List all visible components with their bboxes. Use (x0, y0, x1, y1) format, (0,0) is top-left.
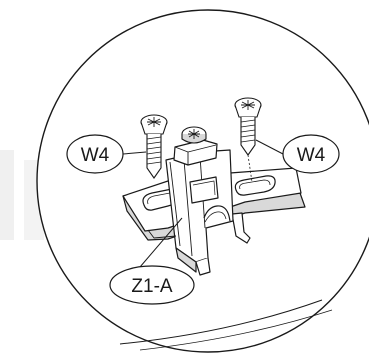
mounting-bracket (122, 139, 306, 276)
callout-label-w4-right: W4 (297, 145, 326, 166)
watermark-mark (0, 150, 14, 240)
callout-label-z1a: Z1-A (131, 276, 173, 297)
screw-w4-left-icon (140, 114, 168, 179)
panel-edge (119, 299, 323, 345)
center-screw-icon (181, 126, 207, 144)
panel-edge (139, 309, 333, 351)
leader-line (255, 139, 284, 155)
leader-line (139, 217, 183, 268)
callout-bubble (282, 134, 340, 174)
callout-bubble (66, 134, 124, 174)
leader-line (122, 151, 147, 155)
screw-w4-right-icon (234, 97, 262, 183)
callout-label-w4-left: W4 (81, 145, 110, 166)
callout-bubble (109, 265, 195, 305)
